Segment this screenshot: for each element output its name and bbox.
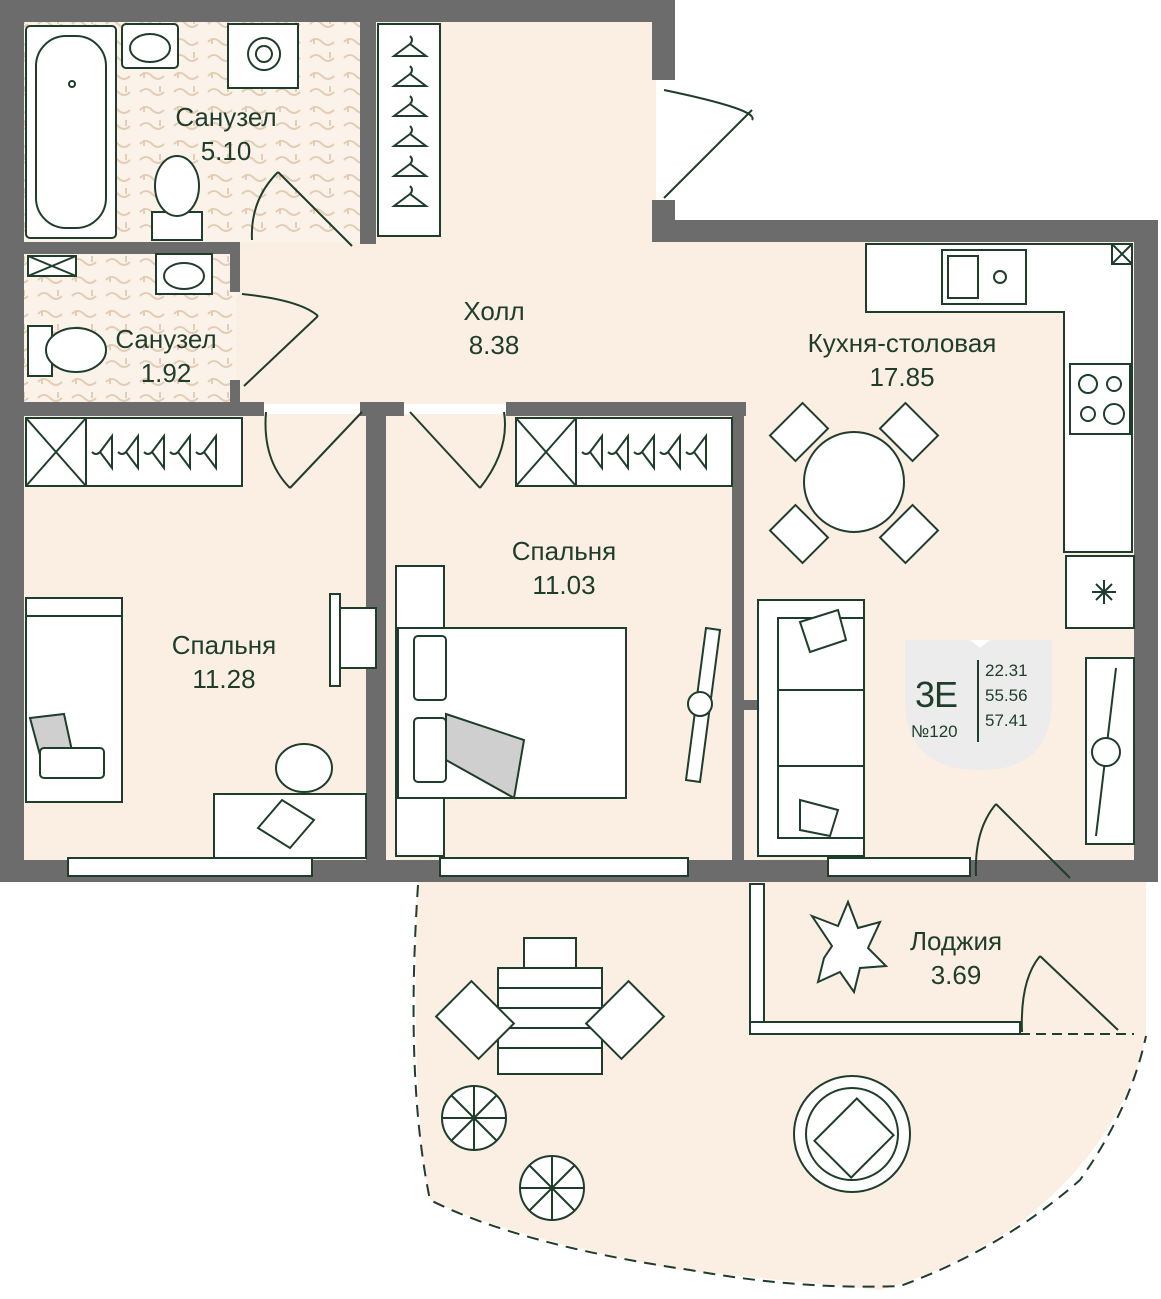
apartment-code: 3Е — [915, 674, 958, 715]
room-label-bathroom-1: Санузел 5.10 — [175, 100, 276, 168]
loggia-floor — [752, 884, 1132, 1032]
total-area-with-loggia: 57.41 — [985, 711, 1028, 730]
room-name: Холл — [463, 296, 525, 326]
bathtub-icon — [25, 25, 117, 239]
room-name: Кухня-столовая — [807, 328, 997, 358]
room-area: 1.92 — [140, 358, 192, 388]
room-label-kitchen: Кухня-столовая 17.85 — [808, 326, 997, 394]
chair-icon — [275, 743, 333, 793]
room-label-hall: Холл 8.38 — [463, 294, 524, 362]
room-area: 11.28 — [192, 664, 256, 694]
stove-icon — [1069, 363, 1131, 435]
apartment-number: №120 — [911, 722, 958, 741]
bedroom-center-door — [409, 411, 506, 489]
round-chair-icon — [793, 1075, 911, 1193]
tv-icon-2 — [684, 626, 722, 784]
room-name: Санузел — [175, 102, 277, 132]
sofa-icon — [757, 599, 865, 857]
tv-icon-3 — [1085, 657, 1135, 845]
laptop-icon — [256, 798, 316, 850]
room-name: Санузел — [115, 324, 217, 354]
tv-icon — [329, 593, 377, 687]
plant-icon-3 — [519, 1155, 585, 1221]
plant-icon-2 — [441, 1085, 507, 1151]
patio-table-icon — [434, 937, 666, 1075]
wardrobe-icon — [377, 23, 441, 237]
double-bed-icon — [395, 565, 627, 857]
wardrobe-left — [25, 417, 243, 487]
room-label-bathroom-2: Санузел 1.92 — [115, 322, 216, 390]
plant-icon — [809, 899, 889, 995]
bedroom-left-door — [264, 411, 363, 489]
room-area: 3.69 — [930, 960, 982, 990]
bathroom-2-door — [241, 293, 319, 387]
bathroom-1-door — [250, 171, 353, 247]
terrace-edge — [412, 884, 1147, 1288]
room-name: Спальня — [511, 536, 617, 566]
sink-icon-2 — [155, 253, 213, 295]
room-area: 5.10 — [200, 136, 252, 166]
toilet-icon — [151, 155, 203, 241]
washing-machine-icon — [227, 23, 299, 89]
sink-icon — [121, 23, 179, 69]
toilet-icon-2 — [27, 325, 107, 377]
windows — [67, 857, 971, 877]
kitchen-counter — [865, 243, 1133, 553]
apartment-areas: 22.31 55.56 57.41 — [985, 658, 1028, 733]
living-area: 22.31 — [985, 661, 1028, 680]
loggia-frame — [749, 883, 1134, 1035]
fridge-icon — [1065, 555, 1135, 629]
single-bed-icon — [25, 597, 123, 803]
room-area: 11.03 — [532, 570, 596, 600]
room-label-loggia: Лоджия 3.69 — [910, 924, 1002, 992]
dining-table-icon — [768, 401, 940, 565]
kitchen-loggia-door — [974, 803, 1071, 879]
wardrobe-center — [515, 417, 733, 487]
ventilation-icon — [27, 255, 77, 277]
room-name: Спальня — [171, 630, 277, 660]
kitchen-sink-icon — [941, 249, 1027, 305]
room-area: 8.38 — [468, 330, 520, 360]
room-label-bedroom-left: Спальня 11.28 — [172, 628, 276, 696]
room-label-bedroom-center: Спальня 11.03 — [512, 534, 616, 602]
entrance-door — [663, 89, 754, 199]
total-area: 55.56 — [985, 686, 1028, 705]
apartment-badge-text: 3Е №120 22.31 55.56 57.41 — [905, 640, 1053, 772]
room-name: Лоджия — [909, 926, 1003, 956]
room-area: 17.85 — [869, 362, 935, 392]
